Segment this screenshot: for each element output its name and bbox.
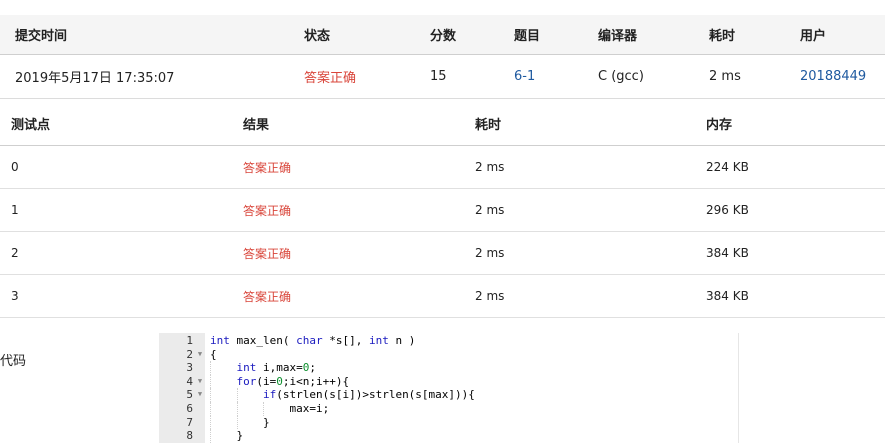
test-time: 2 ms: [475, 289, 505, 303]
code-line: 7 }: [159, 415, 738, 430]
header-user: 用户: [800, 29, 827, 44]
test-result: 答案正确: [243, 203, 292, 218]
code-lines: 1 int max_len( char *s[], int n ) 2 ▼ { …: [159, 334, 738, 443]
code-text: }: [210, 429, 244, 443]
testcase-table: 测试点 结果 耗时 内存 0 答案正确 2 ms 224 KB 1 答案正确 2…: [0, 102, 885, 318]
line-number: 5: [186, 388, 193, 402]
line-number: 3: [186, 361, 193, 375]
header-submit-time: 提交时间: [15, 29, 68, 44]
code-text: for(i=0;i<n;i++){: [236, 374, 350, 388]
test-point: 3: [11, 289, 19, 303]
code-label: 代码: [0, 354, 27, 369]
table-row: 3 答案正确 2 ms 384 KB: [0, 275, 885, 318]
submission-compiler: C (gcc): [598, 69, 644, 84]
test-point: 1: [11, 203, 19, 217]
code-line: 3 int i,max=0;: [159, 361, 738, 375]
header-duration: 耗时: [709, 29, 736, 44]
fold-arrow-icon[interactable]: ▼: [197, 390, 203, 399]
submission-header-row: 提交时间 状态 分数 题目 编译器 耗时 用户: [0, 15, 885, 55]
header-compiler: 编译器: [598, 29, 638, 44]
header-test-point: 测试点: [11, 118, 51, 133]
test-time: 2 ms: [475, 160, 505, 174]
indent-guide: [237, 401, 238, 416]
submission-score: 15: [430, 69, 447, 84]
table-row: 1 答案正确 2 ms 296 KB: [0, 189, 885, 232]
test-time: 2 ms: [475, 246, 505, 260]
indent-guide: [210, 374, 211, 389]
test-result: 答案正确: [243, 289, 292, 304]
header-status: 状态: [304, 29, 331, 44]
test-result: 答案正确: [243, 160, 292, 175]
user-link[interactable]: 20188449: [800, 69, 867, 84]
code-text: {: [210, 347, 217, 361]
submission-row: 2019年5月17日 17:35:07 答案正确 15 6-1 C (gcc) …: [0, 55, 885, 99]
submission-time: 2019年5月17日 17:35:07: [15, 71, 175, 86]
test-time: 2 ms: [475, 203, 505, 217]
code-text: if(strlen(s[i])>strlen(s[max])){: [262, 388, 475, 402]
line-number: 1: [186, 334, 193, 347]
indent-guide: [237, 415, 238, 430]
submission-duration: 2 ms: [709, 69, 741, 84]
indent-guide: [210, 401, 211, 416]
code-text: int i,max=0;: [236, 361, 316, 375]
fold-arrow-icon[interactable]: ▼: [197, 376, 203, 385]
test-point: 0: [11, 160, 19, 174]
code-text: max=i;: [210, 401, 330, 415]
indent-guide: [210, 388, 211, 402]
indent-guide: [210, 415, 211, 430]
fold-arrow-icon[interactable]: ▼: [197, 349, 203, 358]
header-case-time: 耗时: [475, 118, 502, 133]
code-line: 8 }: [159, 429, 738, 443]
problem-link[interactable]: 6-1: [514, 69, 536, 84]
test-memory: 384 KB: [706, 289, 749, 303]
test-result: 答案正确: [243, 246, 292, 261]
code-text: int max_len( char *s[], int n ): [210, 334, 416, 347]
line-gutter: [159, 333, 205, 443]
test-memory: 384 KB: [706, 246, 749, 260]
table-row: 2 答案正确 2 ms 384 KB: [0, 232, 885, 275]
header-result: 结果: [243, 118, 270, 133]
code-line: 5 ▼ if(strlen(s[i])>strlen(s[max])){: [159, 388, 738, 402]
header-score: 分数: [430, 29, 457, 44]
line-number: 4: [186, 374, 193, 388]
indent-guide: [237, 388, 238, 402]
header-memory: 内存: [706, 118, 733, 133]
code-line: 1 int max_len( char *s[], int n ): [159, 334, 738, 348]
indent-guide: [210, 361, 211, 375]
indent-guide: [210, 429, 211, 443]
code-text: }: [210, 415, 270, 429]
line-number: 6: [186, 401, 193, 415]
line-number: 7: [186, 415, 193, 429]
submission-table: 提交时间 状态 分数 题目 编译器 耗时 用户 2019年5月17日 17:35…: [0, 15, 885, 99]
line-number: 2: [186, 347, 193, 361]
line-number: 8: [186, 429, 193, 443]
testcase-header-row: 测试点 结果 耗时 内存: [0, 102, 885, 146]
code-line: 2 ▼ {: [159, 347, 738, 362]
test-memory: 296 KB: [706, 203, 749, 217]
test-memory: 224 KB: [706, 160, 749, 174]
test-point: 2: [11, 246, 19, 260]
code-line: 6 max=i;: [159, 401, 738, 416]
code-editor[interactable]: 1 int max_len( char *s[], int n ) 2 ▼ { …: [159, 333, 739, 443]
submission-status: 答案正确: [304, 71, 357, 86]
indent-guide: [263, 401, 264, 416]
code-line: 4 ▼ for(i=0;i<n;i++){: [159, 374, 738, 389]
header-problem: 题目: [514, 29, 541, 44]
table-row: 0 答案正确 2 ms 224 KB: [0, 146, 885, 189]
